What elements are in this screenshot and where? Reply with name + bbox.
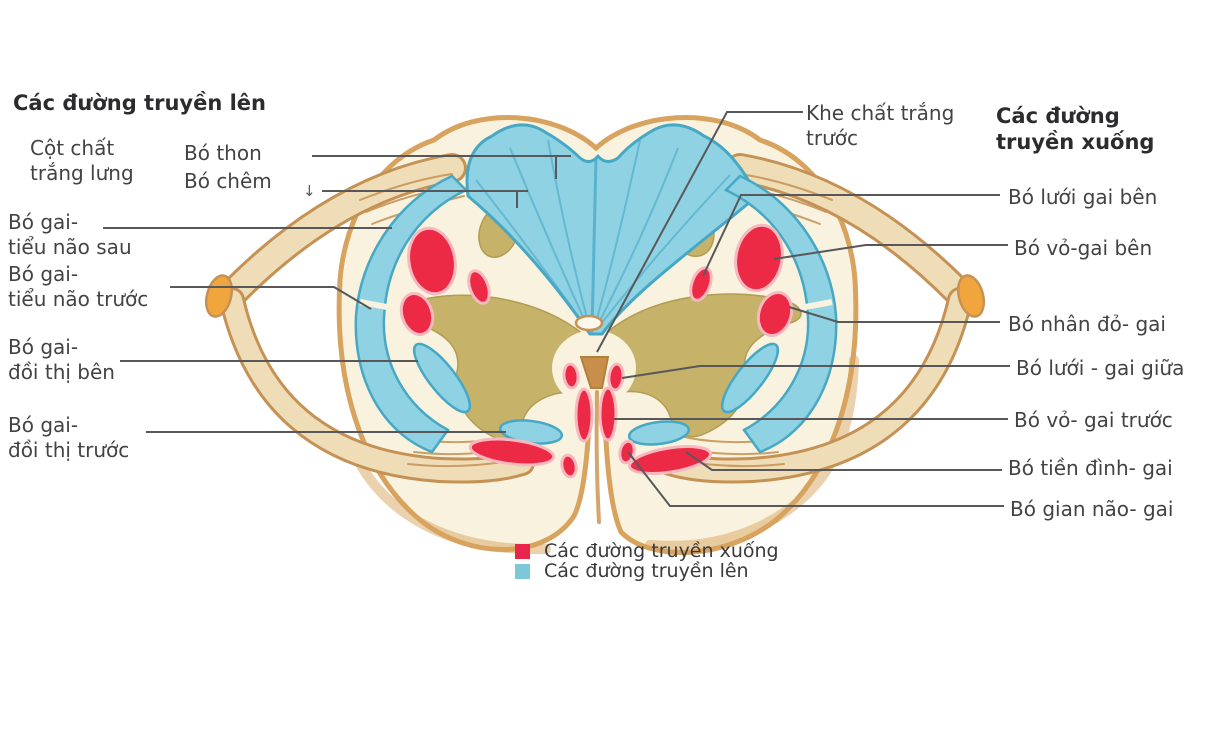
legend-item-ascending: Các đường truyền lên bbox=[515, 560, 749, 582]
central-canal bbox=[574, 314, 604, 332]
legend-label-ascending: Các đường truyền lên bbox=[544, 560, 749, 582]
spinothalamic-anterior-right bbox=[627, 420, 691, 446]
anterior-median-fissure-wedge bbox=[579, 356, 610, 389]
label-cot-chat-trang-lung: Cột chất trắng lưng bbox=[30, 136, 134, 185]
nerve-root-right-dorsal bbox=[725, 153, 971, 305]
spinocerebellar-band-right bbox=[723, 174, 838, 454]
leader-gian-nao-gai bbox=[627, 451, 1004, 507]
leader-khe-chat-trang-truoc bbox=[596, 111, 803, 353]
legend-label-descending: Các đường truyền xuống bbox=[544, 540, 779, 562]
label-gai-doi-thi-ben: Bó gai- đồi thị bên bbox=[8, 335, 115, 384]
label-luoi-gai-ben: Bó lưới gai bên bbox=[1008, 185, 1158, 209]
reticulospinal-lateral-left-shape bbox=[467, 269, 491, 305]
heading-ascending: Các đường truyền lên bbox=[13, 91, 266, 115]
legend-swatch-ascending bbox=[515, 563, 530, 579]
label-bo-chem: Bó chêm bbox=[184, 169, 272, 193]
legend-item-descending: Các đường truyền xuống bbox=[515, 540, 779, 562]
leader-luoi-gai-giua bbox=[621, 365, 1010, 379]
nerve-root-stub-right bbox=[956, 274, 986, 318]
leader-luoi-gai-ben bbox=[702, 194, 1000, 277]
corticospinal-anterior-left-shape bbox=[574, 387, 594, 443]
rubrospinal-left-shape bbox=[399, 291, 435, 337]
label-gai-tieu-nao-truoc: Bó gai- tiểu não trước bbox=[8, 262, 149, 311]
fan-stripes bbox=[475, 139, 731, 333]
leader-bo-chem bbox=[322, 190, 528, 208]
vestibulospinal-right-shape bbox=[627, 445, 713, 475]
corticospinal-anterior-right-shape bbox=[598, 386, 618, 442]
tectospinal-left-shape bbox=[560, 453, 578, 479]
cord-bottom-shading-left bbox=[347, 443, 551, 555]
vestibulospinal-left-shape bbox=[468, 437, 556, 467]
leader-lines bbox=[103, 111, 1010, 507]
corticospinal-lateral-right-shape bbox=[734, 223, 784, 293]
nerve-root-left-ventral bbox=[219, 287, 535, 484]
leader-vo-gai-ben bbox=[773, 244, 1008, 260]
tectospinal-right-shape bbox=[618, 439, 636, 465]
legend-swatch-descending bbox=[515, 543, 530, 559]
nerve-root-left-dorsal bbox=[221, 153, 467, 305]
label-luoi-gai-giua: Bó lưới - gai giữa bbox=[1016, 356, 1185, 380]
spinothalamic-lateral-left bbox=[412, 342, 472, 414]
label-tien-dinh-gai: Bó tiền đình- gai bbox=[1008, 456, 1173, 480]
rubrospinal-right-shape bbox=[756, 291, 794, 337]
band-gap-right bbox=[799, 299, 833, 311]
leader-gai-tieu-nao-truoc bbox=[170, 286, 372, 310]
label-gai-tieu-nao-sau: Bó gai- tiểu não sau bbox=[8, 210, 132, 259]
label-gai-doi-thi-truoc: Bó gai- đồi thị trước bbox=[8, 413, 130, 462]
down-arrow-icon: ↓ bbox=[303, 182, 316, 200]
label-nhan-do-gai: Bó nhân đỏ- gai bbox=[1008, 312, 1166, 336]
leader-bo-thon bbox=[312, 155, 571, 179]
spinothalamic-lateral-right bbox=[720, 342, 780, 414]
label-vo-gai-ben: Bó vỏ-gai bên bbox=[1014, 236, 1153, 260]
heading-descending: Các đường truyền xuống bbox=[996, 104, 1155, 154]
label-vo-gai-truoc: Bó vỏ- gai trước bbox=[1014, 408, 1173, 432]
label-bo-thon: Bó thon bbox=[184, 141, 262, 165]
corticospinal-lateral-left-shape bbox=[407, 226, 457, 296]
reticulospinal-medial-left-shape bbox=[562, 362, 580, 390]
nerve-root-stub-left bbox=[204, 274, 234, 318]
label-khe-chat-trang-truoc: Khe chất trắng trước bbox=[806, 101, 955, 150]
label-gian-nao-gai: Bó gian não- gai bbox=[1010, 497, 1174, 521]
leader-nhan-do-gai bbox=[788, 306, 1000, 323]
cord-bottom-shading-right bbox=[645, 355, 859, 551]
leader-tien-dinh-gai bbox=[685, 451, 1002, 471]
fissure-seam bbox=[594, 390, 601, 524]
band-gap-left bbox=[359, 299, 393, 311]
spinocerebellar-band-left bbox=[354, 174, 469, 454]
